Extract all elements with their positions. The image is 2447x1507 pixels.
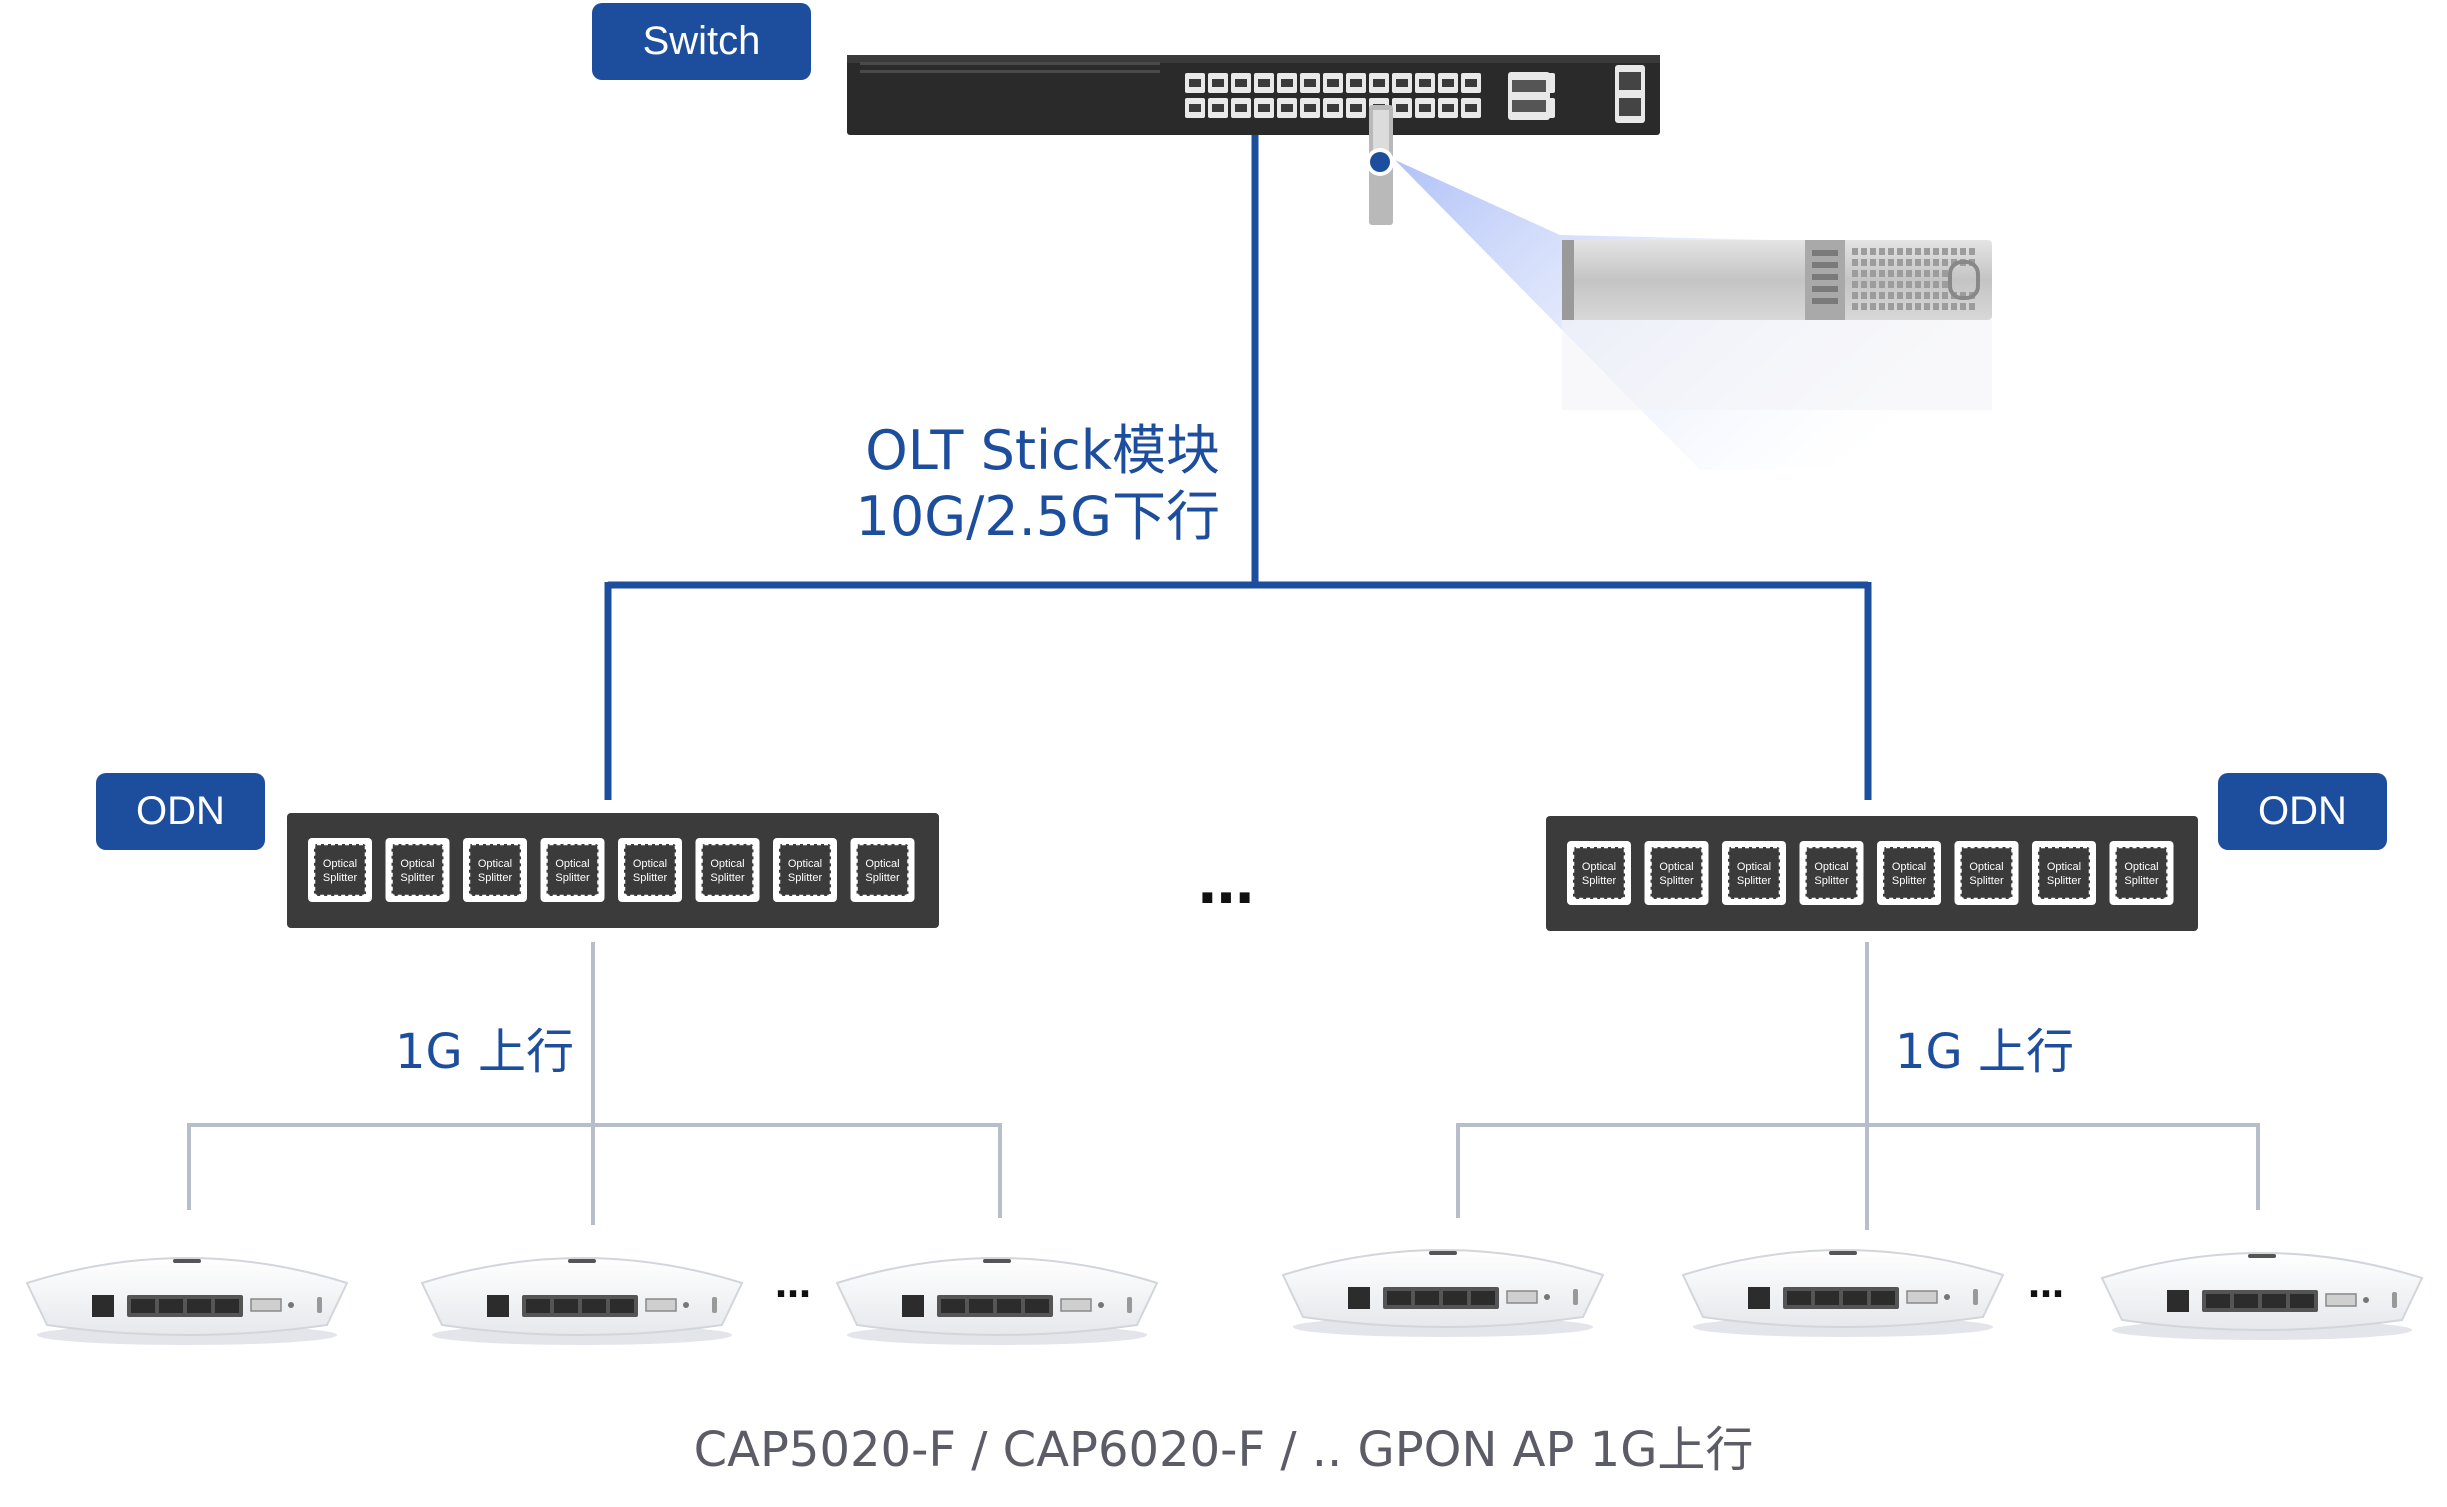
access-point (25, 1257, 349, 1345)
svg-text:Splitter: Splitter (710, 872, 745, 884)
svg-text:Splitter: Splitter (1814, 875, 1849, 887)
ethernet-ports (127, 1295, 243, 1317)
access-point (1681, 1249, 2005, 1337)
svg-text:Optical: Optical (1814, 861, 1848, 873)
usb-port (1060, 1298, 1092, 1312)
odn-device-left: OpticalSplitterOpticalSplitterOpticalSpl… (287, 813, 939, 928)
svg-text:Splitter: Splitter (1969, 875, 2004, 887)
switch-tag: Switch (592, 3, 811, 80)
uplink-label-left: 1G 上行 (395, 1024, 574, 1080)
svg-text:Optical: Optical (1969, 861, 2003, 873)
uplink-label-right: 1G 上行 (1895, 1024, 2074, 1080)
svg-text:Optical: Optical (323, 858, 357, 870)
usb-port (1906, 1290, 1938, 1304)
svg-text:Optical: Optical (555, 858, 589, 870)
odn-device-right: OpticalSplitterOpticalSplitterOpticalSpl… (1546, 816, 2198, 931)
ap-ellipsis-left: … (775, 1265, 813, 1306)
olt-label: OLT Stick模块 10G/2.5G下行 (830, 418, 1220, 550)
svg-text:Optical: Optical (788, 858, 822, 870)
access-point (1281, 1249, 1605, 1337)
ethernet-ports (522, 1295, 638, 1317)
usb-port (1506, 1290, 1538, 1304)
svg-text:Optical: Optical (2047, 861, 2081, 873)
svg-text:Optical: Optical (478, 858, 512, 870)
svg-text:Splitter: Splitter (1892, 875, 1927, 887)
ethernet-ports (937, 1295, 1053, 1317)
access-point (2100, 1252, 2424, 1340)
access-point (420, 1257, 744, 1345)
power-port (2167, 1290, 2189, 1312)
svg-text:Splitter: Splitter (1659, 875, 1694, 887)
ethernet-ports (1383, 1287, 1499, 1309)
switch-device (847, 55, 1660, 135)
svg-text:Optical: Optical (865, 858, 899, 870)
usb-port (2325, 1293, 2357, 1307)
svg-text:Optical: Optical (1659, 861, 1693, 873)
svg-text:Splitter: Splitter (865, 872, 900, 884)
device-caption: CAP5020-F / CAP6020-F / .. GPON AP 1G上行 (693, 1422, 1754, 1478)
odn-ellipsis: … (1198, 852, 1256, 917)
power-port (487, 1295, 509, 1317)
switch-vent (860, 62, 1160, 73)
ethernet-ports (2202, 1290, 2318, 1312)
svg-text:Optical: Optical (400, 858, 434, 870)
access-tree-right (1456, 942, 2260, 1230)
ap-ellipsis-right: … (2028, 1265, 2066, 1306)
access-point-group (25, 1249, 2424, 1345)
access-tree-left (187, 942, 1002, 1225)
olt-label-line1: OLT Stick模块 (865, 419, 1220, 482)
svg-text:Optical: Optical (1737, 861, 1771, 873)
svg-text:Optical: Optical (1582, 861, 1616, 873)
usb-port (250, 1298, 282, 1312)
access-point (835, 1257, 1159, 1345)
fiber-tree (604, 135, 1872, 800)
svg-text:Splitter: Splitter (2047, 875, 2082, 887)
odn-tag-right: ODN (2218, 773, 2387, 850)
olt-label-line2: 10G/2.5G下行 (855, 485, 1220, 548)
olt-stick-plug (1366, 105, 1394, 225)
svg-text:Splitter: Splitter (788, 872, 823, 884)
power-port (92, 1295, 114, 1317)
olt-stick-module (1562, 240, 1992, 410)
svg-text:Splitter: Splitter (478, 872, 513, 884)
power-port (902, 1295, 924, 1317)
svg-text:Splitter: Splitter (633, 872, 668, 884)
svg-text:Splitter: Splitter (555, 872, 590, 884)
power-port (1748, 1287, 1770, 1309)
odn-tag-left: ODN (96, 773, 265, 850)
power-port (1348, 1287, 1370, 1309)
svg-text:Splitter: Splitter (323, 872, 358, 884)
svg-text:Splitter: Splitter (400, 872, 435, 884)
svg-text:Optical: Optical (633, 858, 667, 870)
svg-text:Splitter: Splitter (1582, 875, 1617, 887)
svg-text:Optical: Optical (1892, 861, 1926, 873)
svg-text:Optical: Optical (710, 858, 744, 870)
svg-text:Splitter: Splitter (1737, 875, 1772, 887)
svg-text:Splitter: Splitter (2124, 875, 2159, 887)
usb-port (645, 1298, 677, 1312)
svg-text:Optical: Optical (2124, 861, 2158, 873)
ethernet-ports (1783, 1287, 1899, 1309)
